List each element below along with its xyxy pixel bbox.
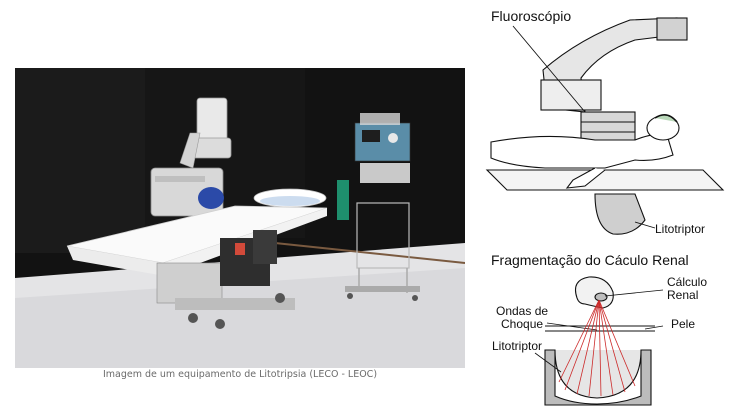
lithotriptor-label-bottom: Litotriptor — [492, 339, 543, 353]
equipment-photo — [15, 68, 465, 368]
skin-label: Pele — [671, 317, 696, 331]
patient-arm — [565, 167, 606, 189]
fragmentation-title: Fragmentação do Cáculo Renal — [491, 252, 689, 268]
photo-cart — [337, 113, 420, 301]
fluoroscope-leader — [512, 25, 586, 113]
shock-waves — [558, 299, 636, 397]
renal-calculus — [594, 292, 608, 302]
lithotriptor-reflector — [544, 349, 652, 406]
lithotripsy-diagram — [485, 17, 725, 406]
calculus-label-line2: Renal — [667, 288, 699, 302]
photo-table-base — [156, 230, 295, 329]
patient-body — [490, 133, 674, 169]
table-shape — [485, 169, 725, 191]
calculus-label: Cálculo Renal — [667, 276, 707, 302]
photo-c-arm — [150, 97, 232, 217]
photo-floor-shade — [15, 268, 465, 368]
shock-waves-label: Ondas de Choque — [496, 305, 548, 331]
shock-waves-label-line2: Choque — [501, 317, 544, 331]
photo-back-wall-panel — [15, 68, 145, 253]
c-arm-end-block — [656, 17, 688, 41]
kidney-shape — [574, 276, 614, 309]
shock-waves-label-line1: Ondas de — [496, 304, 549, 318]
lithotriptor-top — [594, 193, 646, 235]
calculus-label-line1: Cálculo — [667, 275, 708, 289]
photo-floor-rail — [274, 242, 465, 264]
fluoroscope-label: Fluoroscópio — [491, 8, 572, 24]
lithotriptor-label-top: Litotriptor — [655, 222, 706, 236]
photo-caption: Imagem de um equipamento de Litotripsia … — [102, 369, 378, 380]
